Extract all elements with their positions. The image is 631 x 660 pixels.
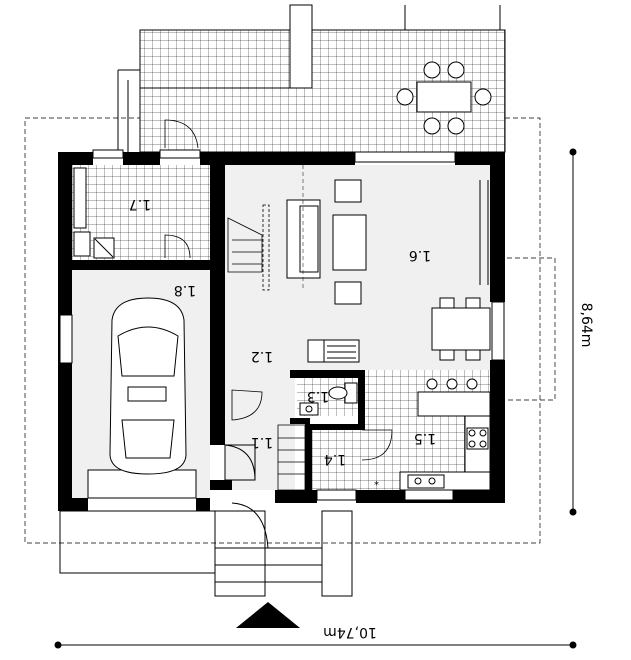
width-dimension: 10,74m [323, 624, 377, 640]
room-label-1-7: 1.7 [129, 196, 151, 212]
car-icon [87, 297, 197, 499]
room-label-1-6: 1.6 [409, 247, 431, 263]
terrace [117, 4, 506, 153]
depth-dimension-line [569, 148, 577, 516]
room-14-floor [312, 430, 362, 490]
room-label-1-3: 1.3 [307, 388, 329, 404]
walls [58, 152, 505, 511]
hall-floor [225, 370, 295, 490]
room-label-1-5: 1.5 [414, 430, 436, 446]
depth-dimension: 8,64m [578, 303, 594, 348]
kitchen-door [361, 429, 393, 461]
room-label-1-1: 1.1 [251, 434, 273, 450]
bay-outline [507, 257, 556, 401]
room-label-1-4: 1.4 [324, 451, 346, 467]
windows [59, 149, 505, 501]
room-17-floor [72, 165, 215, 262]
dining-table-icon [396, 61, 492, 135]
room-17-door [164, 234, 191, 259]
entrance [59, 444, 353, 597]
fireplace-icon [307, 339, 360, 363]
fridge-mark: * [374, 480, 379, 491]
sink-icon [407, 474, 445, 489]
washbasin-icon [299, 402, 319, 416]
room-label-1-2: 1.2 [251, 348, 273, 364]
stove-icon [466, 427, 489, 450]
boiler-icon [73, 167, 115, 259]
roof-outline [24, 117, 541, 544]
room-label-1-8: 1.8 [174, 282, 196, 298]
width-dimension-line [54, 641, 577, 649]
toilet-icon [328, 382, 358, 404]
stairs-icon [227, 204, 306, 491]
dining-set [431, 180, 491, 361]
room-labels: 1.7 1.8 1.6 1.2 1.3 1.1 1.4 1.5 [129, 196, 436, 467]
terrace-door [164, 119, 199, 149]
hall-door [231, 389, 263, 421]
north-arrow-icon [236, 602, 300, 628]
sofa-icon [286, 179, 367, 305]
